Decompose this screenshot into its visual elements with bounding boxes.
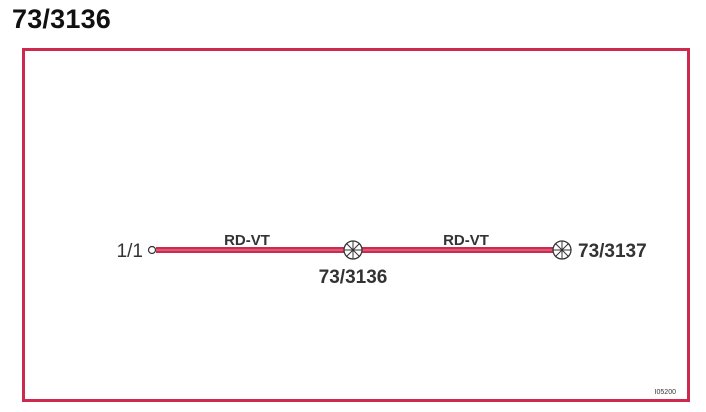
start-point-icon[interactable] bbox=[147, 245, 157, 255]
diagram-frame bbox=[22, 48, 690, 402]
page-title: 73/3136 bbox=[12, 4, 111, 34]
segment-label-1: RD-VT bbox=[224, 232, 270, 249]
diagram-code: I05200 bbox=[655, 389, 677, 396]
node-label-1: 73/3136 bbox=[319, 267, 388, 288]
segment-label-2: RD-VT bbox=[443, 232, 489, 249]
node-label-2: 73/3137 bbox=[578, 241, 647, 262]
circle-cross-node-icon[interactable] bbox=[343, 240, 363, 260]
circle-cross-node-icon[interactable] bbox=[552, 240, 572, 260]
start-label: 1/1 bbox=[117, 241, 143, 262]
